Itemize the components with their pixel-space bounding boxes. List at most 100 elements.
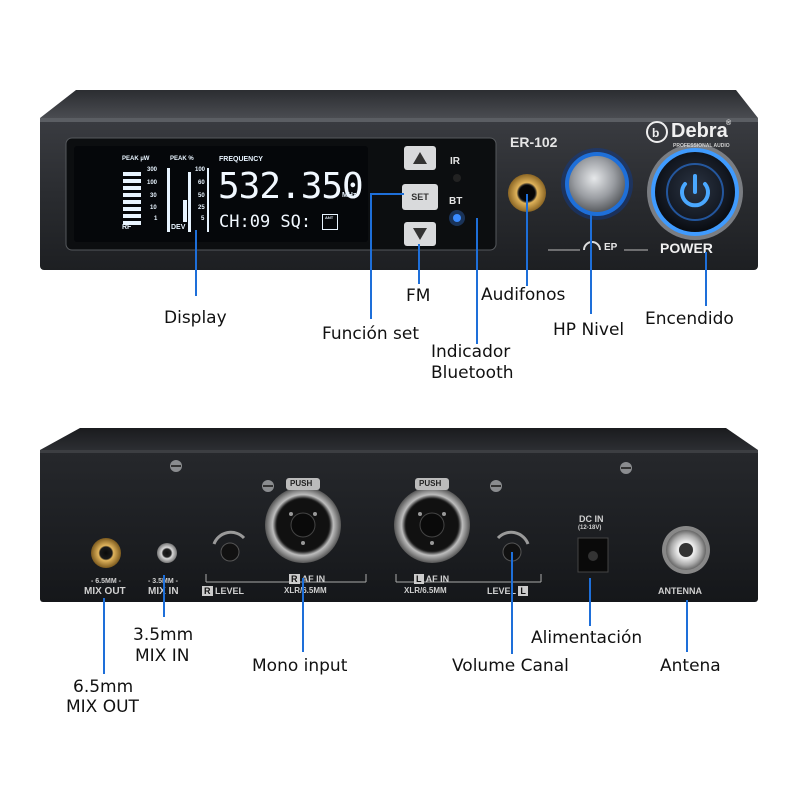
rf-scale-4: 1 [154, 216, 158, 222]
callout-encendido: Encendido [645, 309, 734, 329]
callout-mix-in-size: 3.5mm [133, 625, 194, 645]
antenna-connector[interactable] [662, 526, 710, 574]
push-l[interactable]: PUSH [419, 479, 442, 488]
up-button[interactable] [404, 146, 436, 170]
callout-hp-nivel: HP Nivel [553, 320, 625, 340]
l-badge-af: L [414, 574, 424, 584]
callout-funcion-set: Función set [322, 324, 420, 344]
dev-scale-3: 25 [198, 205, 205, 211]
mix-out-spec: - 6.5MM - [91, 578, 121, 585]
rf-scale-2: 30 [150, 193, 157, 199]
registered-mark: ® [726, 120, 732, 127]
mix-out-label: MIX OUT [84, 586, 126, 597]
lcd-dev-label: DEV [171, 224, 186, 231]
set-button[interactable]: SET [411, 192, 429, 202]
l-badge: L [518, 586, 528, 596]
af-in-l-label: L AF IN [414, 574, 449, 584]
callout-bluetooth: Bluetooth [431, 363, 514, 383]
dev-meter [183, 168, 209, 232]
level-left-label: R LEVEL [202, 586, 244, 596]
bluetooth-indicator-icon [449, 210, 465, 226]
rf-scale-3: 10 [150, 205, 157, 211]
volume-leader [511, 552, 513, 654]
lcd-frequency-label: FREQUENCY [219, 156, 263, 163]
dc-in-label: DC IN [579, 514, 604, 524]
power-icon [683, 180, 707, 204]
callout-indicador: Indicador [431, 342, 511, 362]
callout-antena: Antena [660, 656, 721, 676]
hp-level-knob[interactable] [565, 148, 629, 212]
xlr-r-label: XLR/6.5MM [284, 586, 327, 595]
mix-out-jack[interactable] [91, 538, 121, 568]
mix-out-leader [103, 598, 105, 674]
callout-volume-canal: Volume Canal [452, 656, 569, 676]
xlr-combo-r[interactable] [265, 487, 341, 563]
af-in-l-text: AF IN [425, 574, 450, 584]
callout-mix-out-size: 6.5mm [73, 677, 134, 697]
dev-scale-0: 100 [195, 167, 206, 173]
fm-leader [418, 244, 420, 284]
brand-sub: PROFESSIONAL AUDIO [673, 143, 730, 149]
antenna-leader [686, 600, 688, 652]
lcd-ant-label: ANT [325, 215, 334, 220]
set-leader-h [370, 193, 404, 195]
level-right-text: LEVEL [487, 586, 516, 596]
callout-mix-out: MIX OUT [66, 697, 139, 717]
set-leader-v [370, 193, 372, 319]
callout-fm: FM [406, 286, 431, 306]
display-leader [195, 230, 197, 296]
ir-sensor-icon [453, 174, 461, 182]
r-badge-af: R [289, 574, 300, 584]
debra-logo-icon [647, 122, 667, 142]
mono-input-leader [302, 578, 304, 652]
rear-unit: - 6.5MM - MIX OUT - 3.5MM - MIX IN R LEV… [36, 428, 766, 606]
lcd-ant-box: ANT [322, 214, 338, 230]
r-badge: R [202, 586, 213, 596]
brand-name: Debra [671, 120, 728, 142]
lcd-channel-line: CH:09 SQ: [219, 212, 312, 232]
level-left-knob[interactable] [221, 543, 239, 561]
af-in-r-text: AF IN [301, 574, 326, 584]
bt-leader [476, 218, 478, 344]
dev-scale-4: 5 [201, 216, 205, 222]
dc-leader [589, 578, 591, 626]
callout-mono-input: Mono input [252, 656, 348, 676]
front-unit: b PEAK µW PEAK % FREQUENCY 532.350 MHz C… [36, 80, 766, 280]
power-button[interactable] [647, 144, 743, 240]
dc-in-jack[interactable] [578, 538, 608, 572]
ep-label: EP [604, 242, 618, 253]
audifonos-leader [526, 194, 528, 286]
xlr-l-label: XLR/6.5MM [404, 586, 447, 595]
mix-in-jack[interactable] [157, 543, 177, 563]
rf-scale-1: 100 [147, 180, 158, 186]
rf-meter [123, 172, 141, 225]
callout-alimentacion: Alimentación [531, 628, 643, 648]
antenna-label: ANTENNA [658, 586, 702, 596]
lcd-peak-pct: PEAK % [170, 156, 194, 162]
af-in-r-label: R AF IN [289, 574, 325, 584]
mix-in-leader [163, 575, 165, 617]
mix-in-spec: - 3.5MM - [148, 578, 178, 585]
push-r[interactable]: PUSH [290, 479, 313, 488]
dev-scale-2: 50 [198, 193, 205, 199]
callout-mix-in: MIX IN [135, 646, 190, 666]
lcd-frequency-value: 532.350 [218, 166, 364, 207]
svg-text:b: b [652, 126, 659, 140]
callout-audifonos: Audifonos [481, 285, 566, 305]
lcd-unit: MHz [342, 192, 357, 199]
bt-label: BT [449, 196, 463, 207]
lcd-peak-uw: PEAK µW [122, 156, 150, 162]
dev-scale-1: 60 [198, 180, 205, 186]
dc-spec-label: (12-18V) [578, 525, 602, 531]
ir-label: IR [450, 156, 460, 167]
power-label: POWER [660, 240, 713, 256]
rf-scale-0: 300 [147, 167, 158, 173]
down-button[interactable] [404, 222, 436, 246]
lcd-rf-label: RF [122, 224, 132, 231]
hp-leader [590, 214, 592, 314]
model-label: ER-102 [510, 134, 558, 150]
level-left-text: LEVEL [215, 586, 245, 596]
power-leader [705, 252, 707, 306]
xlr-combo-l[interactable] [394, 487, 470, 563]
level-right-label: LEVEL L [487, 586, 528, 596]
